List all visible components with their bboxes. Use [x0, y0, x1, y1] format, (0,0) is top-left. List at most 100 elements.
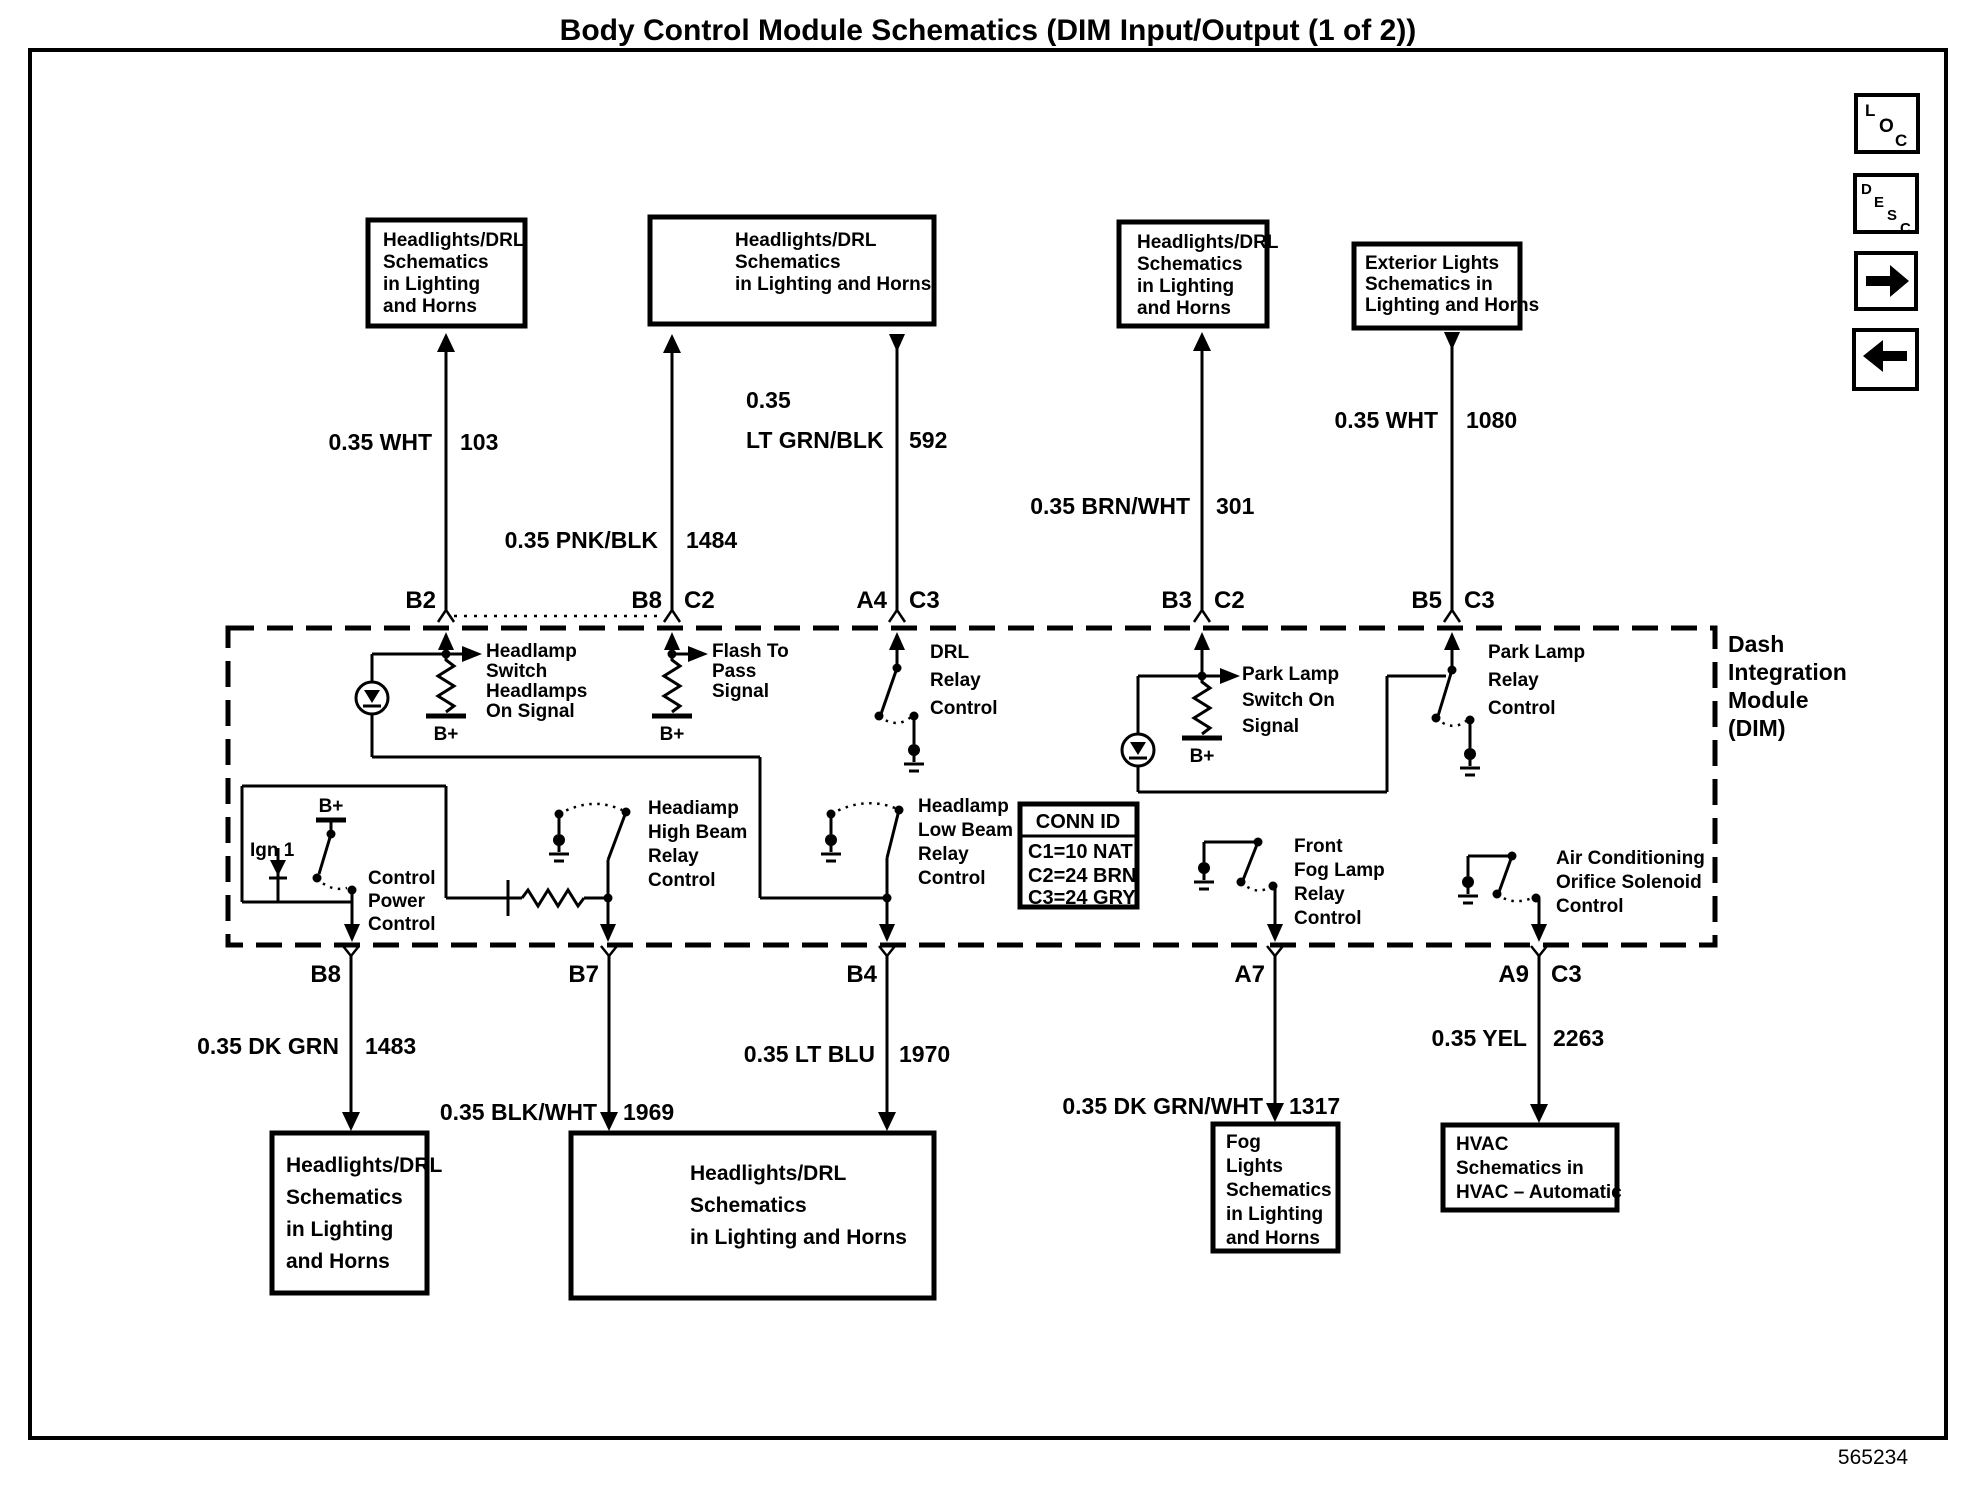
ref-box-line: Schematics: [735, 252, 841, 273]
wire-spec-label: 0.35 WHT: [1334, 407, 1438, 433]
loc-letter: C: [1895, 131, 1907, 150]
ref-box-line: Fog: [1226, 1132, 1261, 1153]
prev-button[interactable]: [1852, 328, 1919, 391]
resistor-icon: [435, 654, 457, 714]
down-arrow-icon: [600, 924, 616, 942]
signal-label-line: Control: [1556, 896, 1624, 917]
conn-id-row: C3=24 GRY: [1028, 887, 1136, 909]
contact-dot: [892, 663, 902, 673]
pin-chevron-icon: [1442, 607, 1462, 623]
ground-icon: [1460, 748, 1480, 777]
contact-dot: [1507, 851, 1517, 861]
pin-label: B5: [1411, 587, 1442, 614]
signal-label-line: Headiamp: [648, 798, 739, 819]
ref-box-line: and Horns: [286, 1250, 390, 1273]
pin-chevron-icon: [662, 607, 682, 623]
ref-box-line: in Lighting: [1226, 1204, 1323, 1225]
pin-label: C2: [684, 587, 715, 614]
conn-id-row: C1=10 NAT: [1028, 841, 1133, 863]
signal-label-line: Air Conditioning: [1556, 848, 1705, 869]
signal-label-line: Headlamps: [486, 681, 587, 702]
ground-icon: [549, 834, 569, 863]
signal-label-line: Relay: [930, 670, 981, 691]
pin-label: C2: [1214, 587, 1245, 614]
down-arrow-icon: [1267, 924, 1283, 942]
resistor-icon: [1191, 676, 1213, 736]
desc-letter: D: [1861, 181, 1872, 198]
pin-label: C3: [1464, 587, 1495, 614]
ground-icon: [1458, 876, 1478, 905]
wire-circuit-number: 1484: [686, 527, 737, 553]
desc-button-frame[interactable]: [1853, 173, 1919, 234]
down-arrow-icon: [879, 924, 895, 942]
loc-button[interactable]: L O C: [1854, 93, 1920, 154]
signal-arrow-icon: [462, 646, 482, 662]
ref-box-line: Headlights/DRL: [735, 230, 877, 251]
ground-icon: [1194, 862, 1214, 891]
control-power-section: Ign 1 B+ Control Power Control: [240, 784, 448, 942]
signal-label-line: Control: [1488, 698, 1556, 719]
ref-box-line: Schematics: [286, 1186, 403, 1209]
circuit-103-column: 0.35 WHT 103 B2 B+ Headlamp Switch Headl…: [328, 333, 887, 900]
signal-label-line: Relay: [918, 844, 969, 865]
circuit-1080-column: 0.35 WHT 1080 B5 C3 Park Lamp Relay Cont…: [1334, 332, 1585, 777]
loc-button-frame[interactable]: [1854, 93, 1920, 154]
switch-arc-icon: [1496, 893, 1533, 903]
wire-segment: [1436, 650, 1472, 748]
pin-label: B7: [568, 961, 599, 988]
diode-icon: [354, 680, 390, 716]
pin-chevron-icon: [887, 607, 907, 623]
up-arrow-icon: [1444, 632, 1460, 650]
circuit-592-column: 0.35 LT GRN/BLK 592 A4 C3 DRL Relay Cont…: [746, 334, 998, 773]
resistor-icon: [661, 654, 683, 714]
dim-label-line: Dash: [1728, 631, 1784, 657]
wire-circuit-number: 592: [909, 427, 947, 453]
diode-icon: [269, 848, 287, 902]
dim-label-line: Integration: [1728, 659, 1847, 685]
ref-box-line: HVAC – Automatic: [1456, 1182, 1622, 1203]
signal-label-line: Pass: [712, 661, 756, 682]
signal-label-line: Signal: [1242, 716, 1299, 737]
circuit-1484-column: 0.35 PNK/BLK 1484 B8 C2 B+ Flash To Pass…: [505, 334, 789, 745]
pin-label: B3: [1161, 587, 1192, 614]
wire-segment: [240, 784, 448, 904]
signal-label-line: Control: [1294, 908, 1362, 929]
signal-label-line: Front: [1294, 836, 1343, 857]
desc-button[interactable]: D E S C: [1853, 173, 1919, 237]
wire-spec-label: LT GRN/BLK: [746, 427, 884, 453]
wire-segment: [317, 820, 333, 875]
signal-label-line: Fog Lamp: [1294, 860, 1385, 881]
signal-label-line: Power: [368, 891, 426, 912]
ref-box-frame: [1440, 1122, 1620, 1213]
page-title: Body Control Module Schematics (DIM Inpu…: [560, 14, 1417, 47]
signal-label-line: Low Beam: [918, 820, 1013, 841]
pin-chevron-icon: [436, 607, 456, 623]
loc-letter: L: [1865, 101, 1875, 120]
down-arrow-icon: [600, 1112, 618, 1131]
left-arrow-icon: [1863, 340, 1907, 372]
switch-arc-icon: [316, 877, 348, 891]
b-plus-label: B+: [660, 724, 685, 745]
next-button[interactable]: [1854, 251, 1918, 311]
ref-box-bottom-mid: Headlights/DRL Schematics in Lighting an…: [568, 1130, 937, 1301]
down-arrow-icon: [344, 924, 360, 942]
wire-spec-label: 0.35 YEL: [1432, 1025, 1527, 1051]
signal-label-line: On Signal: [486, 701, 575, 722]
wire-circuit-number: 301: [1216, 493, 1255, 519]
ref-box-line: in Lighting and Horns: [735, 274, 931, 295]
pin-label: B8: [310, 961, 341, 988]
pin-label: B8: [631, 587, 662, 614]
wire-segment: [1136, 650, 1446, 794]
wire-circuit-number: 103: [460, 429, 498, 455]
conn-id-table: CONN ID C1=10 NAT C2=24 BRN C3=24 GRY: [1017, 801, 1140, 910]
wire-circuit-number: 2263: [1553, 1025, 1604, 1051]
signal-label-line: Park Lamp: [1488, 642, 1585, 663]
next-button-frame[interactable]: [1854, 251, 1918, 311]
up-arrow-icon: [889, 632, 905, 650]
prev-button-frame[interactable]: [1852, 328, 1919, 391]
up-arrow-icon: [438, 632, 454, 650]
dim-label-line: (DIM): [1728, 715, 1785, 741]
signal-label-line: Control: [648, 870, 716, 891]
ref-box-line: Headlights/DRL: [690, 1162, 847, 1185]
b-plus-label: B+: [319, 796, 344, 817]
